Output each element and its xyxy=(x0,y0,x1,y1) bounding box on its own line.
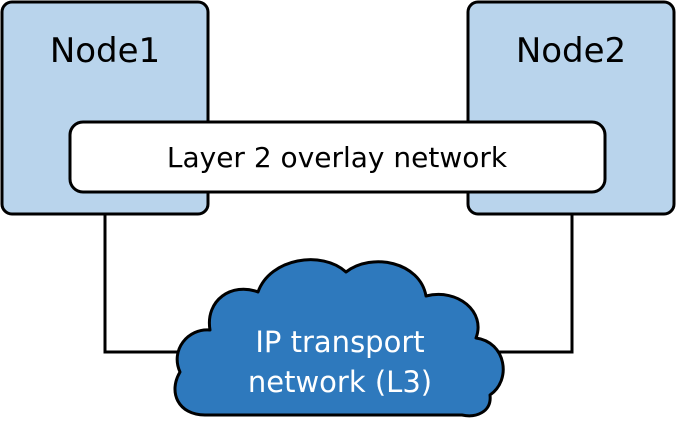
cloud-label-line2: network (L3) xyxy=(248,365,432,399)
node2-connector-line xyxy=(496,212,574,354)
cloud-shape xyxy=(173,258,505,418)
overlay-network-bar xyxy=(68,120,607,194)
ip-transport-cloud: IP transport network (L3) xyxy=(173,258,505,418)
node1-connector-line xyxy=(103,212,182,354)
overlay-network: Layer 2 overlay network xyxy=(68,120,607,194)
cloud-label-line1: IP transport xyxy=(255,325,424,359)
node1-label: Node1 xyxy=(50,31,160,71)
node2-label: Node2 xyxy=(516,31,626,71)
overlay-network-label: Layer 2 overlay network xyxy=(167,141,508,174)
